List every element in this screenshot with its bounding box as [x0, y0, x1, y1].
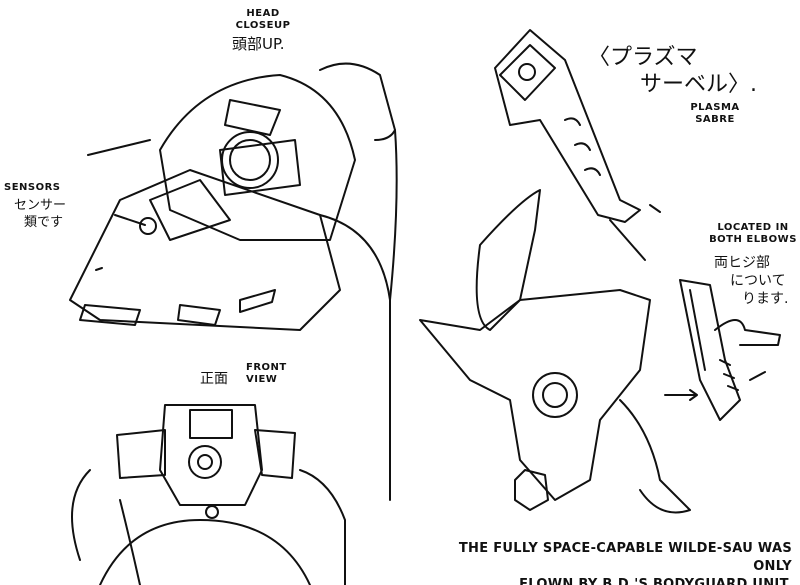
caption: THE FULLY SPACE-CAPABLE WILDE-SAU WAS ON… [432, 540, 792, 585]
sensors-jp-line2: 類です [24, 215, 64, 230]
elbows-label: LOCATED IN BOTH ELBOWS [706, 222, 800, 246]
label-line: BOTH ELBOWS [709, 234, 797, 245]
arm-elbow-drawing [419, 189, 781, 514]
front-view-label: FRONT VIEW [246, 362, 287, 386]
caption-line1: THE FULLY SPACE-CAPABLE WILDE-SAU WAS ON… [458, 541, 792, 574]
label-line: HEAD [246, 8, 280, 19]
label-line: PLASMA [690, 102, 740, 113]
elbows-jp-line2: について [730, 273, 786, 289]
label-line: FRONT [246, 362, 287, 373]
head-closeup-label: HEAD CLOSEUP [228, 8, 298, 32]
head-closeup-drawing [69, 62, 398, 501]
plasma-sabre-label: PLASMA SABRE [685, 102, 745, 126]
label-line: CLOSEUP [235, 20, 291, 31]
label-line: VIEW [246, 374, 278, 385]
label-line: LOCATED IN [717, 222, 789, 233]
caption-line2: FLOWN BY B.D.'S BODYGUARD UNIT. [519, 577, 792, 585]
sensors-label: SENSORS [4, 182, 61, 193]
elbows-jp-line1: 両ヒジ部 [714, 255, 770, 271]
plasma-sabre-jp-line2: サーベル〉. [640, 72, 757, 97]
front-view-jp: 正面 [200, 371, 228, 387]
label-line: SABRE [695, 114, 735, 125]
plasma-sabre-jp-line1: 〈プラズマ [588, 45, 698, 70]
sensors-jp-line1: センサー [14, 198, 67, 213]
front-view-drawing [71, 404, 346, 585]
plasma-sabre-drawing [494, 29, 661, 261]
head-closeup-jp: 頭部UP. [232, 35, 285, 53]
elbows-jp-line3: ります. [742, 291, 789, 307]
